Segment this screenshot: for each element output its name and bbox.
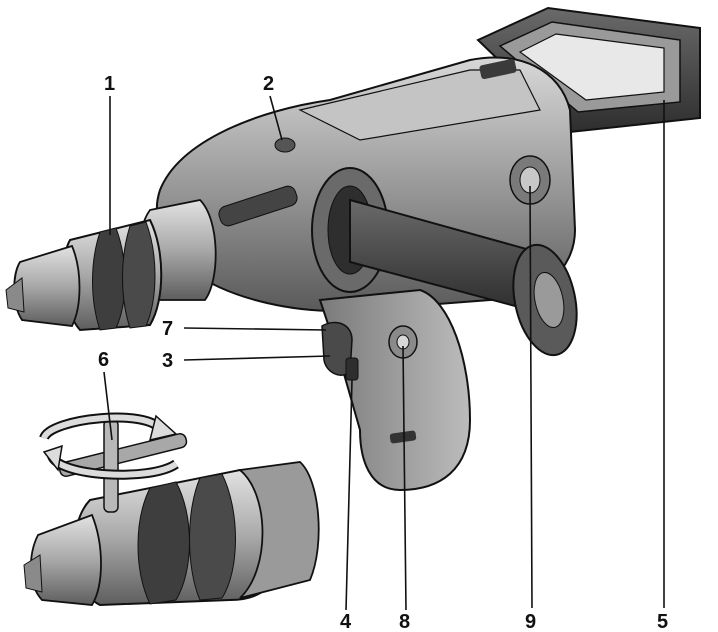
callout-3: 3 bbox=[162, 350, 173, 372]
leader-lines bbox=[103, 95, 665, 611]
callout-labels: 1 2 3 4 5 6 7 8 9 bbox=[98, 73, 668, 632]
chuck-detail bbox=[23, 412, 320, 607]
callout-7: 7 bbox=[162, 318, 173, 340]
callout-4: 4 bbox=[340, 611, 352, 632]
side-handle bbox=[311, 167, 578, 357]
callout-6: 6 bbox=[98, 349, 109, 371]
callout-9: 9 bbox=[525, 611, 536, 632]
chuck-main bbox=[5, 218, 163, 332]
callout-1: 1 bbox=[104, 73, 115, 95]
callout-2: 2 bbox=[263, 73, 274, 95]
rear-d-handle bbox=[476, 6, 701, 134]
callout-8: 8 bbox=[399, 611, 410, 632]
pistol-grip bbox=[318, 288, 472, 492]
callout-5: 5 bbox=[657, 611, 668, 632]
